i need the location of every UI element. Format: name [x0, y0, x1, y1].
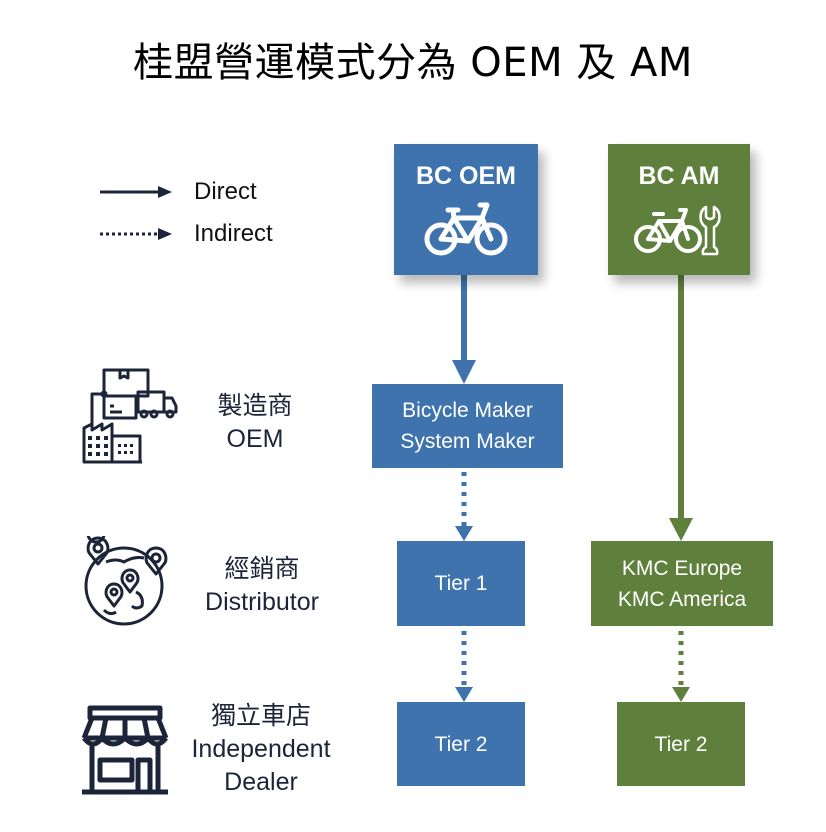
node-line: Tier 2 [654, 732, 708, 756]
diagram-title: 桂盟營運模式分為 OEM 及 AM [133, 40, 693, 86]
row-label-en: Distributor [205, 588, 319, 616]
bc-am-label: BC AM [638, 162, 720, 190]
legend-direct: Direct [100, 178, 257, 206]
connector-maker-to-tier1 [455, 472, 473, 541]
node-kmc-europe-america: KMC Europe KMC America [591, 541, 773, 626]
row-label-en: Independent [191, 735, 331, 763]
legend-label-direct: Direct [194, 178, 257, 205]
legend-label-indirect: Indirect [194, 220, 273, 247]
legend-indirect: Indirect [100, 220, 273, 248]
row-label-en: OEM [226, 425, 284, 453]
node-line: KMC America [617, 587, 747, 611]
row-label-independent-dealer: 獨立車店 Independent Dealer [176, 700, 346, 799]
node-line: KMC Europe [621, 556, 743, 580]
dotted-arrow-icon [100, 228, 172, 240]
connector-oem-to-maker [452, 275, 476, 384]
storefront-icon [81, 705, 169, 795]
connector-am-to-kmc [669, 275, 693, 541]
bicycle-icon [424, 202, 508, 256]
node-oem-tier2: Tier 2 [397, 702, 525, 786]
globe-map-pins-icon [84, 536, 168, 626]
row-label-distributor: 經銷商 Distributor [186, 553, 338, 619]
row-label-zh: 製造商 [217, 392, 293, 420]
bc-oem-label: BC OEM [416, 162, 516, 190]
row-label-zh: 獨立車店 [210, 702, 311, 730]
node-line: Tier 1 [434, 572, 488, 595]
node-line: System Maker [400, 430, 535, 453]
row-label-manufacturer: 製造商 OEM [196, 390, 314, 456]
row-label-zh: 經銷商 [224, 555, 300, 583]
node-oem-tier1: Tier 1 [397, 541, 525, 626]
node-am-tier2: Tier 2 [617, 702, 745, 786]
bc-am-box: BC AM [608, 144, 750, 275]
factory-truck-icon [82, 368, 178, 464]
solid-arrow-icon [100, 186, 172, 198]
connector-kmc-to-tier2 [672, 631, 690, 702]
node-bicycle-system-maker: Bicycle Maker System Maker [372, 384, 563, 468]
bicycle-wrench-icon [634, 205, 721, 256]
node-line: Tier 2 [434, 732, 488, 756]
connector-tier1-to-tier2 [455, 631, 473, 702]
bc-oem-box: BC OEM [394, 144, 538, 275]
node-line: Bicycle Maker [402, 399, 533, 422]
row-label-en-2: Dealer [224, 768, 298, 796]
